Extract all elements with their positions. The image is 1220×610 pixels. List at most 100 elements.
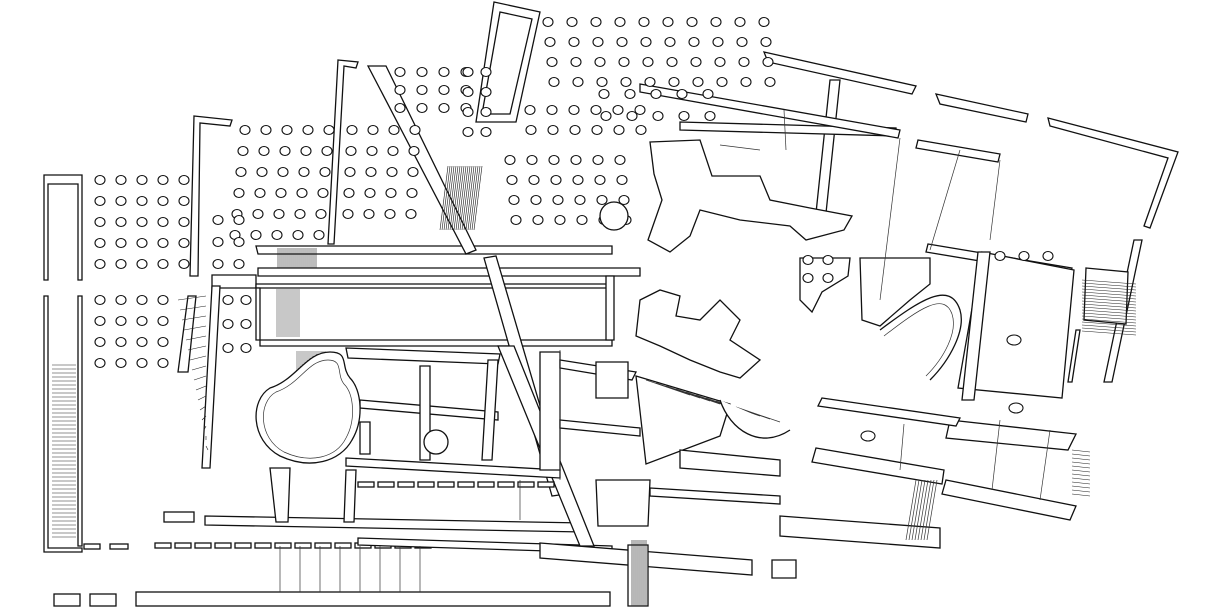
column [157, 195, 169, 207]
hatching [52, 165, 1137, 538]
column [638, 16, 650, 28]
column [686, 16, 698, 28]
wall-segment [255, 287, 261, 341]
bottom-block [234, 542, 252, 549]
column [994, 250, 1006, 262]
column [212, 236, 224, 248]
hatch-line [1081, 300, 1137, 306]
column [548, 154, 560, 166]
column [416, 102, 428, 114]
column [714, 56, 726, 68]
hatch-line [1081, 318, 1137, 324]
hatch-line [465, 165, 475, 231]
column [690, 56, 702, 68]
hatch-line [473, 165, 483, 231]
column [598, 88, 610, 100]
column [554, 214, 566, 226]
bottom-block [334, 542, 352, 549]
curved-wall [719, 399, 791, 439]
column [294, 208, 306, 220]
column [480, 86, 492, 98]
column [136, 315, 148, 327]
column [614, 16, 626, 28]
grid-line [899, 423, 905, 471]
column [343, 187, 355, 199]
column [94, 294, 106, 306]
building-block [1083, 267, 1129, 325]
stair-line [920, 479, 932, 541]
column [409, 124, 421, 136]
bottom-block [154, 542, 172, 549]
wall-segment [539, 351, 561, 471]
column [462, 106, 474, 118]
bottom-block [174, 542, 192, 549]
column [822, 254, 834, 266]
hatch-line [1081, 303, 1137, 309]
column [157, 237, 169, 249]
tower-wall [43, 174, 83, 281]
curved-court-inner [263, 359, 353, 459]
stair-line [911, 479, 923, 541]
column [592, 154, 604, 166]
column [157, 315, 169, 327]
column [572, 174, 584, 186]
hatch-line [1071, 493, 1091, 497]
stair-line [926, 479, 938, 541]
column [712, 36, 724, 48]
column [394, 66, 406, 78]
column [364, 187, 376, 199]
stair-line [675, 388, 721, 405]
hatch-line [187, 345, 207, 351]
hatch-line [197, 395, 207, 401]
column [115, 258, 127, 270]
wall-segment [1067, 329, 1081, 383]
column [157, 174, 169, 186]
grid-line [783, 109, 787, 151]
hatch-line [1081, 315, 1137, 321]
wall-block [377, 481, 395, 488]
pavilion [635, 289, 762, 379]
column [626, 110, 638, 122]
column [592, 36, 604, 48]
column [319, 166, 331, 178]
stair-line [735, 406, 781, 423]
column [115, 237, 127, 249]
column [136, 174, 148, 186]
left-long-wall [43, 295, 83, 553]
hatch-line [447, 165, 457, 231]
column [94, 174, 106, 186]
wall-segment [327, 59, 359, 245]
hatch-line [1081, 285, 1137, 291]
hatch-line [199, 405, 207, 411]
column [317, 187, 329, 199]
stair-line [914, 479, 926, 541]
stair-line [665, 385, 711, 402]
column [407, 166, 419, 178]
wall-segment [941, 479, 1077, 521]
column [273, 208, 285, 220]
pavilion [647, 139, 854, 253]
column-grid [94, 16, 1054, 369]
column [157, 294, 169, 306]
pavilion [859, 257, 931, 327]
wall-segment [259, 339, 613, 347]
wall-block [497, 481, 515, 488]
wall-block [537, 481, 555, 488]
column [233, 187, 245, 199]
grid-line [879, 137, 901, 301]
wall-block [437, 481, 455, 488]
column [178, 195, 190, 207]
column [136, 336, 148, 348]
wall-segment [481, 359, 499, 461]
building-block [957, 251, 1075, 399]
column [405, 208, 417, 220]
column [590, 104, 602, 116]
column [313, 229, 325, 241]
column [94, 336, 106, 348]
grid-line [929, 149, 961, 251]
column [574, 194, 586, 206]
hatch-line [449, 165, 459, 231]
column [644, 76, 656, 88]
column [279, 145, 291, 157]
column [260, 124, 272, 136]
